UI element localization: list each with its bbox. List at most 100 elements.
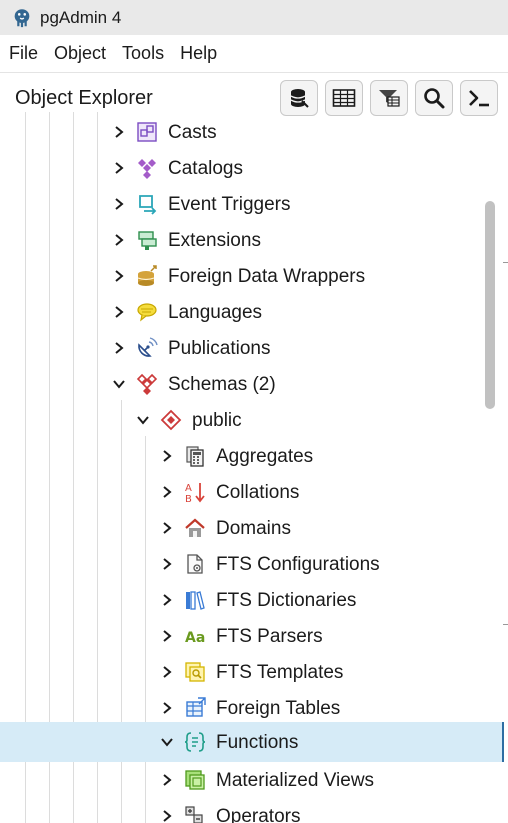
domains-icon [185,518,205,537]
tree-node-schemas[interactable]: Schemas (2) [0,366,504,402]
window-title: pgAdmin 4 [40,7,122,27]
chevron-right-icon [115,234,124,246]
svg-text:B: B [185,494,192,503]
tree-node-materialized-views[interactable]: Materialized Views [0,762,504,798]
casts-icon [137,122,157,142]
chevron-right-icon [163,810,172,822]
schemas-icon [136,373,158,395]
chevron-right-icon [115,270,124,282]
chevron-right-icon [163,594,172,606]
tree-node-label: Operators [216,806,301,823]
tree-node-functions[interactable]: Functions [0,722,504,762]
tree-guide [121,400,122,823]
title-bar: pgAdmin 4 [0,0,508,35]
foreign-tables-icon [186,697,206,717]
search-icon [424,88,445,109]
tree-node-label: Collations [216,482,300,503]
chevron-down-icon [161,738,173,747]
psql-tool-button[interactable] [460,80,498,116]
menu-tools[interactable]: Tools [122,43,165,63]
panel-title: Object Explorer [15,86,153,109]
tree-node-extensions[interactable]: Extensions [0,222,504,258]
query-tool-button[interactable] [280,80,318,116]
tree-guide [49,112,50,823]
languages-icon [137,303,157,322]
fts-dictionaries-icon [186,591,205,610]
svg-text:A: A [185,483,192,494]
tree-node-label: public [192,410,242,431]
functions-icon [184,732,206,752]
foreign-data-wrappers-icon [137,265,157,286]
tree-scrollbar-thumb[interactable] [485,201,495,409]
tree-node-fts-dictionaries[interactable]: FTS Dictionaries [0,582,504,618]
chevron-right-icon [163,666,172,678]
tree-guide [145,436,146,823]
tree-guide [97,112,98,823]
search-objects-button[interactable] [415,80,453,116]
catalogs-icon [138,159,156,179]
tree-node-domains[interactable]: Domains [0,510,504,546]
chevron-right-icon [115,198,124,210]
tree-node-public[interactable]: public [0,402,504,438]
tree-node-operators[interactable]: Operators [0,798,504,823]
tree-node-publications[interactable]: Publications [0,330,504,366]
chevron-right-icon [115,342,124,354]
fts-parsers-icon: Aa [185,630,205,646]
tree-node-aggregates[interactable]: Aggregates [0,438,504,474]
tree-node-casts[interactable]: Casts [0,114,504,150]
chevron-right-icon [163,774,172,786]
tree-node-label: FTS Templates [216,662,344,683]
schema-public-icon [160,409,182,431]
tree-node-languages[interactable]: Languages [0,294,504,330]
publications-icon [138,337,158,357]
chevron-right-icon [115,126,124,138]
chevron-right-icon [163,630,172,642]
tree-node-event-triggers[interactable]: Event Triggers [0,186,504,222]
tree-guide [73,112,74,823]
svg-text:Aa: Aa [185,630,205,646]
fts-templates-icon [185,662,205,682]
collations-icon: A B [185,483,205,503]
menu-bar: File Object Tools Help [0,35,508,73]
database-query-icon [290,89,309,108]
tree-node-fts-templates[interactable]: FTS Templates [0,654,504,690]
tree-node-label: FTS Dictionaries [216,590,357,611]
tree-node-label: Materialized Views [216,770,375,791]
object-explorer-header: Object Explorer [0,73,508,123]
chevron-right-icon [163,702,172,714]
tree-node-label: Casts [168,122,217,143]
tree-node-label: Publications [168,338,271,359]
tree-node-foreign-data-wrappers[interactable]: Foreign Data Wrappers [0,258,504,294]
aggregates-icon [186,446,204,467]
tree-node-fts-configurations[interactable]: FTS Configurations [0,546,504,582]
tree-node-label: Domains [216,518,291,539]
tree-node-label: Schemas (2) [168,374,276,395]
tree-node-fts-parsers[interactable]: Aa FTS Parsers [0,618,504,654]
divider [503,262,508,263]
menu-object[interactable]: Object [54,43,107,63]
chevron-down-icon [113,380,125,389]
chevron-right-icon [163,450,172,462]
view-data-button[interactable] [325,80,363,116]
tree-node-foreign-tables[interactable]: Foreign Tables [0,690,504,726]
chevron-right-icon [163,558,172,570]
filter-table-icon [379,90,400,107]
filtered-rows-button[interactable] [370,80,408,116]
tree-node-label: FTS Parsers [216,626,323,647]
tree-node-label: Functions [216,732,299,753]
table-view-icon [332,89,356,107]
tree-node-label: Foreign Tables [216,698,341,719]
chevron-down-icon [137,416,149,425]
materialized-views-icon [185,770,205,790]
menu-file[interactable]: File [9,43,39,63]
divider [503,624,508,625]
menu-help[interactable]: Help [180,43,218,63]
tree-node-collations[interactable]: A B Collations [0,474,504,510]
event-triggers-icon [139,195,157,215]
tree-node-label: Event Triggers [168,194,291,215]
chevron-right-icon [115,162,124,174]
tree-node-label: Extensions [168,230,261,251]
tree-node-catalogs[interactable]: Catalogs [0,150,504,186]
elephant-icon [14,8,30,27]
tree-node-label: Aggregates [216,446,314,467]
